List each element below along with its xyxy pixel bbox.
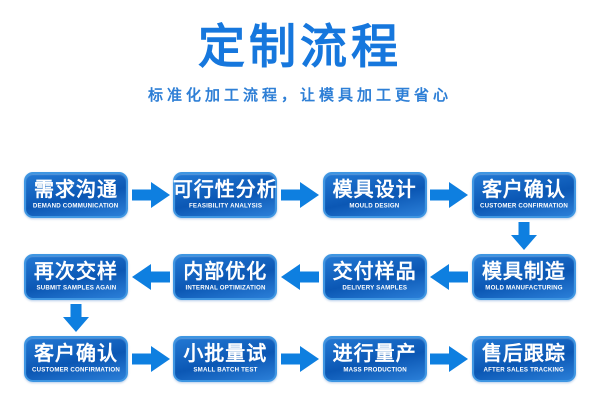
step-label-zh: 小批量试: [183, 343, 268, 365]
arrow-down-icon: [511, 222, 537, 250]
arrow-left-icon: [280, 264, 319, 290]
arrow-left-icon: [430, 264, 469, 290]
step-delivery-samples: 交付样品 DELIVERY SAMPLES: [322, 254, 427, 300]
step-label-zh: 再次交样: [34, 261, 118, 283]
step-demand-communication: 需求沟通 DEMAND COMMUNICATION: [24, 172, 128, 218]
step-feasibility-analysis: 可行性分析 FEASIBILITY ANALYSIS: [172, 172, 278, 218]
step-label-zh: 客户确认: [34, 343, 118, 365]
step-mold-manufacturing: 模具制造 MOLD MANUFACTURING: [471, 254, 576, 300]
step-label-zh: 内部优化: [183, 261, 268, 283]
arrow-right-icon: [280, 182, 319, 208]
flow-row-3: 客户确认 CUSTOMER CONFIRMATION 小批量试 SMALL BA…: [24, 336, 576, 382]
flowchart: 需求沟通 DEMAND COMMUNICATION 可行性分析 FEASIBIL…: [0, 172, 600, 384]
step-label-en: SUBMIT SAMPLES AGAIN: [36, 285, 116, 292]
arrow-right-icon: [131, 182, 170, 208]
arrow-right-icon: [430, 182, 469, 208]
step-customer-confirmation-2: 客户确认 CUSTOMER CONFIRMATION: [24, 336, 128, 382]
step-label-zh: 客户确认: [481, 179, 566, 201]
step-label-en: DEMAND COMMUNICATION: [33, 203, 119, 210]
arrow-down-icon: [63, 304, 89, 332]
page-subtitle: 标准化加工流程，让模具加工更省心: [147, 87, 452, 104]
step-label-en: INTERNAL OPTIMIZATION: [185, 285, 266, 292]
arrow-left-icon: [131, 264, 170, 290]
step-label-zh: 交付样品: [332, 261, 417, 283]
step-label-en: CUSTOMER CONFIRMATION: [32, 367, 120, 374]
step-label-zh: 模具制造: [481, 261, 566, 283]
flow-row-2: 再次交样 SUBMIT SAMPLES AGAIN 内部优化 INTERNAL …: [24, 254, 576, 300]
step-label-en: FEASIBILITY ANALYSIS: [188, 203, 262, 210]
step-submit-samples-again: 再次交样 SUBMIT SAMPLES AGAIN: [24, 254, 128, 300]
step-label-zh: 模具设计: [332, 179, 417, 201]
step-label-en: CUSTOMER CONFIRMATION: [479, 203, 568, 210]
step-label-zh: 进行量产: [332, 343, 417, 365]
arrow-right-icon: [131, 346, 170, 372]
step-label-en: SMALL BATCH TEST: [193, 367, 258, 374]
step-label-en: MOULD DESIGN: [349, 203, 400, 210]
step-mass-production: 进行量产 MASS PRODUCTION: [322, 336, 427, 382]
step-label-zh: 需求沟通: [34, 179, 118, 201]
step-label-en: MASS PRODUCTION: [342, 367, 407, 374]
step-label-zh: 售后跟踪: [481, 343, 566, 365]
step-label-en: DELIVERY SAMPLES: [342, 285, 408, 292]
step-label-zh: 可行性分析: [172, 179, 278, 201]
flow-row-1: 需求沟通 DEMAND COMMUNICATION 可行性分析 FEASIBIL…: [24, 172, 576, 218]
arrow-right-icon: [280, 346, 319, 372]
page-title: 定制流程: [198, 20, 402, 73]
step-mould-design: 模具设计 MOULD DESIGN: [322, 172, 427, 218]
step-label-en: AFTER SALES TRACKING: [483, 367, 565, 374]
arrow-right-icon: [430, 346, 469, 372]
step-internal-optimization: 内部优化 INTERNAL OPTIMIZATION: [173, 254, 278, 300]
step-label-en: MOLD MANUFACTURING: [485, 285, 563, 292]
step-customer-confirmation-1: 客户确认 CUSTOMER CONFIRMATION: [471, 172, 576, 218]
step-small-batch-test: 小批量试 SMALL BATCH TEST: [173, 336, 278, 382]
step-after-sales-tracking: 售后跟踪 AFTER SALES TRACKING: [471, 336, 576, 382]
